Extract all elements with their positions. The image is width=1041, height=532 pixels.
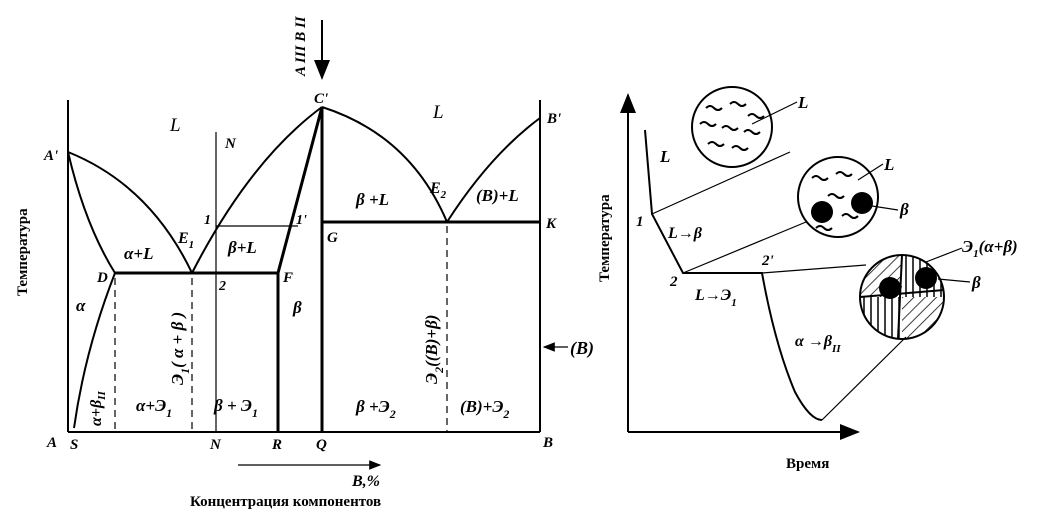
circle-3-label-eutectic: Э1(α+β) xyxy=(962,237,1018,260)
liquidus-E2-B xyxy=(446,117,541,223)
region-alpha-L: α+L xyxy=(124,244,153,263)
point-G: G xyxy=(327,230,338,246)
point-A-prime: A' xyxy=(43,148,58,164)
region-B-L: (B)+L xyxy=(476,186,519,205)
region-beta: β xyxy=(292,298,302,317)
point-1: 1 xyxy=(204,213,211,228)
region-eutectic-1: Э1( α + β ) xyxy=(168,312,192,385)
point-C-prime: C' xyxy=(314,91,328,107)
point-D: D xyxy=(96,270,108,286)
region-beta-L-right: β +L xyxy=(355,190,389,209)
point-K: K xyxy=(545,216,557,232)
stage-L-to-beta: L→β xyxy=(667,225,703,242)
region-alpha: α xyxy=(76,296,86,315)
point-R: R xyxy=(271,437,282,453)
phase-diagram: A III B II (B) B,% Концентрация компонен… xyxy=(15,15,594,510)
cooling-curve-line xyxy=(644,129,823,421)
solvus-D-S xyxy=(73,272,116,429)
point-N-top: N xyxy=(224,136,237,152)
region-beta-E1: β + Э1 xyxy=(213,396,258,420)
point-E2: E2 xyxy=(429,180,447,201)
alloy-marker-label: A III B II xyxy=(293,15,309,77)
circle-1-label-L: L xyxy=(797,93,808,112)
point-A: A xyxy=(46,435,57,451)
point-2: 2 xyxy=(218,279,226,294)
region-alpha-E1: α+Э1 xyxy=(136,396,172,420)
stage-L-to-E1: L→Э1 xyxy=(694,287,737,309)
cooling-point-2: 2 xyxy=(669,274,678,290)
cooling-y-axis-label: Температура xyxy=(597,194,613,282)
beta-solidus-C-F xyxy=(276,106,324,274)
cooling-point-1: 1 xyxy=(636,214,644,230)
circle-3-label-beta: β xyxy=(971,273,981,292)
structure-circle-liquid: L xyxy=(691,86,808,168)
point-Q: Q xyxy=(316,437,327,453)
stage-liquid: L xyxy=(659,147,670,166)
guide-line-2 xyxy=(682,221,807,274)
cooling-curve: Температура Время 1 2 2' L L→β L→Э1 α →β… xyxy=(597,86,1018,472)
stage-alpha-to-betaII: α →βII xyxy=(795,333,841,355)
cooling-x-axis-label: Время xyxy=(786,456,829,472)
point-F: F xyxy=(282,270,293,286)
liquidus-E1-C xyxy=(191,106,323,274)
guide-line-4 xyxy=(821,336,907,421)
structure-circle-eutectic: Э1(α+β) β xyxy=(859,237,1018,340)
point-S: S xyxy=(70,437,78,453)
liquidus-C-E2 xyxy=(321,106,448,223)
region-beta-E2: β +Э2 xyxy=(355,397,396,421)
guide-line-3 xyxy=(761,264,867,274)
solidus-A-D xyxy=(67,151,116,274)
guide-line-1 xyxy=(651,151,791,215)
label-B-phase: (B) xyxy=(570,338,594,359)
region-eutectic-2: Э2((B)+β) xyxy=(422,315,446,384)
region-B-E2: (B)+Э2 xyxy=(460,397,509,421)
point-B: B xyxy=(542,435,553,451)
point-1-prime: 1' xyxy=(296,213,307,228)
cooling-point-2-prime: 2' xyxy=(761,253,774,269)
region-L-right: L xyxy=(432,102,444,123)
concentration-arrow-label: B,% xyxy=(351,473,380,490)
liquidus-A-E1 xyxy=(67,151,193,274)
point-N-bottom: N xyxy=(209,437,222,453)
circle-2-label-beta: β xyxy=(899,200,909,219)
structure-circle-liquid-beta: L β xyxy=(797,155,909,238)
y-axis-label: Температура xyxy=(15,208,31,296)
region-L-left: L xyxy=(169,115,181,136)
point-B-prime: B' xyxy=(546,111,561,127)
region-beta-L-left: β+L xyxy=(227,238,257,257)
region-alpha-betaII: α+βII xyxy=(88,391,108,426)
x-axis-caption: Концентрация компонентов xyxy=(190,494,381,510)
circle-2-label-L: L xyxy=(883,155,894,174)
